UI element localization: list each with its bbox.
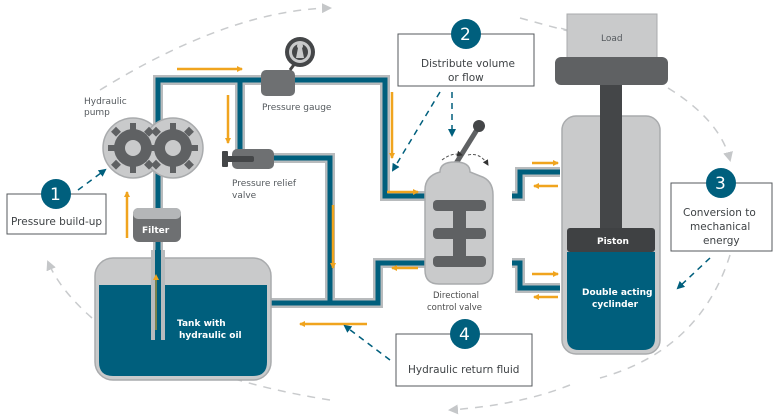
load: Load bbox=[555, 13, 668, 85]
cycle-arc-right bbox=[667, 87, 733, 162]
step-4-text: Hydraulic return fluid bbox=[408, 364, 519, 376]
pump-label-line1: Hydraulic bbox=[84, 97, 127, 107]
flow-arrows bbox=[124, 66, 559, 330]
step-2-text-line1: Distribute volume bbox=[421, 58, 515, 70]
cycle-arc-left bbox=[46, 260, 93, 319]
pressure-gauge: Pressure gauge bbox=[261, 37, 332, 113]
step-4-number: 4 bbox=[459, 325, 470, 345]
gauge-label: Pressure gauge bbox=[262, 103, 332, 113]
pointer-step1 bbox=[77, 168, 107, 191]
cycle-arc-top-right bbox=[519, 17, 574, 33]
tank-label-line2: hydraulic oil bbox=[179, 331, 242, 341]
step-4: 4 Hydraulic return fluid bbox=[395, 319, 533, 387]
pump-label-line2: pump bbox=[84, 108, 110, 118]
tank: Tank with hydraulic oil bbox=[94, 250, 272, 381]
step-3-number: 3 bbox=[715, 174, 726, 194]
filter-label: Filter bbox=[142, 226, 170, 236]
step-2-text-line2: or flow bbox=[448, 72, 484, 84]
pointer-step4 bbox=[343, 324, 391, 361]
pressure-relief-valve: Pressure relief valve bbox=[222, 149, 297, 201]
step-3-text-line1: Conversion to bbox=[683, 207, 756, 219]
gear-right-icon bbox=[151, 123, 198, 173]
piston-label: Piston bbox=[597, 237, 629, 247]
step-pointers bbox=[77, 91, 711, 361]
hydraulic-pump: Hydraulic pump bbox=[84, 97, 204, 179]
relief-valve-label-line2: valve bbox=[232, 191, 257, 201]
cycle-arc-top bbox=[99, 3, 332, 91]
pointer-step3 bbox=[676, 257, 711, 290]
cycle-arc-bottom-right bbox=[599, 254, 731, 379]
pointer-step2-a bbox=[391, 91, 441, 172]
step-1: 1 Pressure build-up bbox=[6, 179, 107, 235]
cycle-arc-bottom bbox=[448, 384, 571, 415]
load-label: Load bbox=[601, 34, 623, 44]
directional-control-valve: Directional control valve bbox=[424, 120, 494, 313]
step-2: 2 Distribute volume or flow bbox=[397, 19, 535, 87]
cylinder-label-line2: cyclinder bbox=[592, 300, 639, 310]
tank-label-line1: Tank with bbox=[177, 319, 226, 329]
step-3: 3 Conversion to mechanical energy bbox=[670, 168, 773, 252]
filter: Filter bbox=[133, 208, 181, 242]
step-1-text: Pressure build-up bbox=[11, 216, 102, 228]
control-valve-label-line1: Directional bbox=[433, 291, 479, 301]
double-acting-cylinder: Piston Double acting cyclinder bbox=[561, 84, 661, 355]
cylinder-label-line1: Double acting bbox=[582, 288, 652, 298]
relief-valve-label-line1: Pressure relief bbox=[232, 179, 297, 189]
step-3-text-line3: energy bbox=[703, 235, 740, 247]
step-3-text-line2: mechanical bbox=[690, 221, 750, 233]
control-valve-label-line2: control valve bbox=[427, 303, 482, 313]
step-2-number: 2 bbox=[460, 25, 471, 45]
gear-left-icon bbox=[108, 123, 158, 173]
step-1-number: 1 bbox=[50, 185, 61, 205]
